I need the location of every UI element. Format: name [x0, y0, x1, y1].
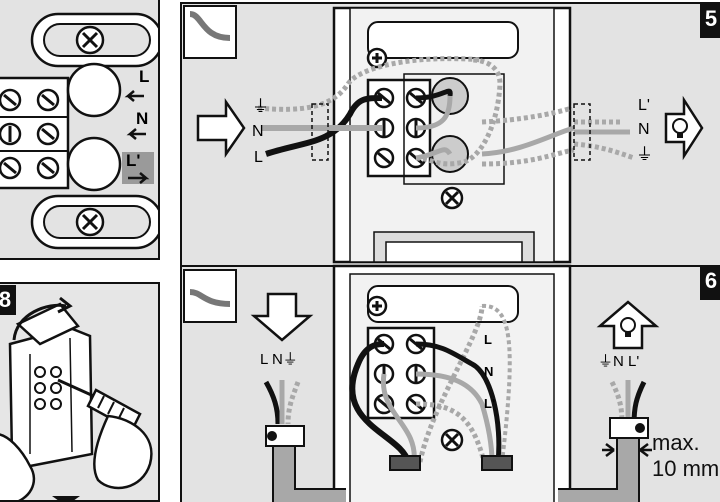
rotate-arrow-icon [12, 296, 73, 341]
wire-l-step5 [265, 95, 383, 157]
screw-icon [34, 366, 62, 410]
step-badge-8: 8 [0, 285, 16, 315]
label-n-in-step5: N [252, 123, 264, 140]
label-l-prime-out-step5: L' [638, 97, 650, 114]
label-input-step6: L N⏚ [260, 351, 298, 368]
panel-wiring-steps: ⏚ N L L' N ⏚ [180, 2, 720, 502]
terminal-detail-drawing: L N L' [0, 12, 158, 250]
lamp-icon [672, 118, 688, 138]
label-l: L [139, 67, 149, 86]
label-l-inner-step6: L [484, 332, 492, 347]
label-l-prime-inner-step6: L' [484, 396, 495, 411]
label-n-out-step5: N [638, 121, 650, 138]
cable-clamp [265, 425, 305, 447]
wiring-diagram: ⏚ N L L' N ⏚ [182, 5, 720, 502]
earth-symbol-icon: ⏚ [252, 97, 269, 116]
arrow-in-icon [250, 292, 314, 342]
earth-symbol-icon: ⏚ [636, 145, 653, 164]
arrow-in-icon [124, 90, 146, 140]
screw-icon [75, 25, 105, 55]
panel-screwdriver-step [0, 282, 160, 502]
label-l-prime: L' [126, 151, 140, 170]
max-label: max. [652, 430, 700, 455]
screw-icon [366, 47, 388, 69]
label-n-inner-step6: N [484, 364, 493, 379]
label-l-in-step5: L [254, 149, 263, 166]
hand-right [93, 414, 153, 490]
screwdriver-drawing [0, 296, 153, 500]
hand-left [0, 433, 36, 500]
label-output-step6: ⏚N L' [598, 353, 639, 370]
max-value: 10 mm [652, 456, 720, 481]
arrow-in-icon [196, 97, 246, 159]
step-badge-6: 6 [700, 266, 720, 300]
panel-terminal-detail: L N L' [0, 0, 160, 260]
lamp-icon [620, 317, 636, 337]
label-n: N [136, 109, 148, 128]
step-badge-5: 5 [700, 4, 720, 38]
cable-clamp [609, 417, 649, 439]
wire-earth-in [257, 56, 483, 112]
screw-icon [440, 186, 464, 210]
screw-icon [0, 88, 60, 180]
thumbnail-step6 [183, 269, 237, 323]
arrow-out-icon [128, 172, 150, 184]
screw-icon [75, 207, 105, 237]
